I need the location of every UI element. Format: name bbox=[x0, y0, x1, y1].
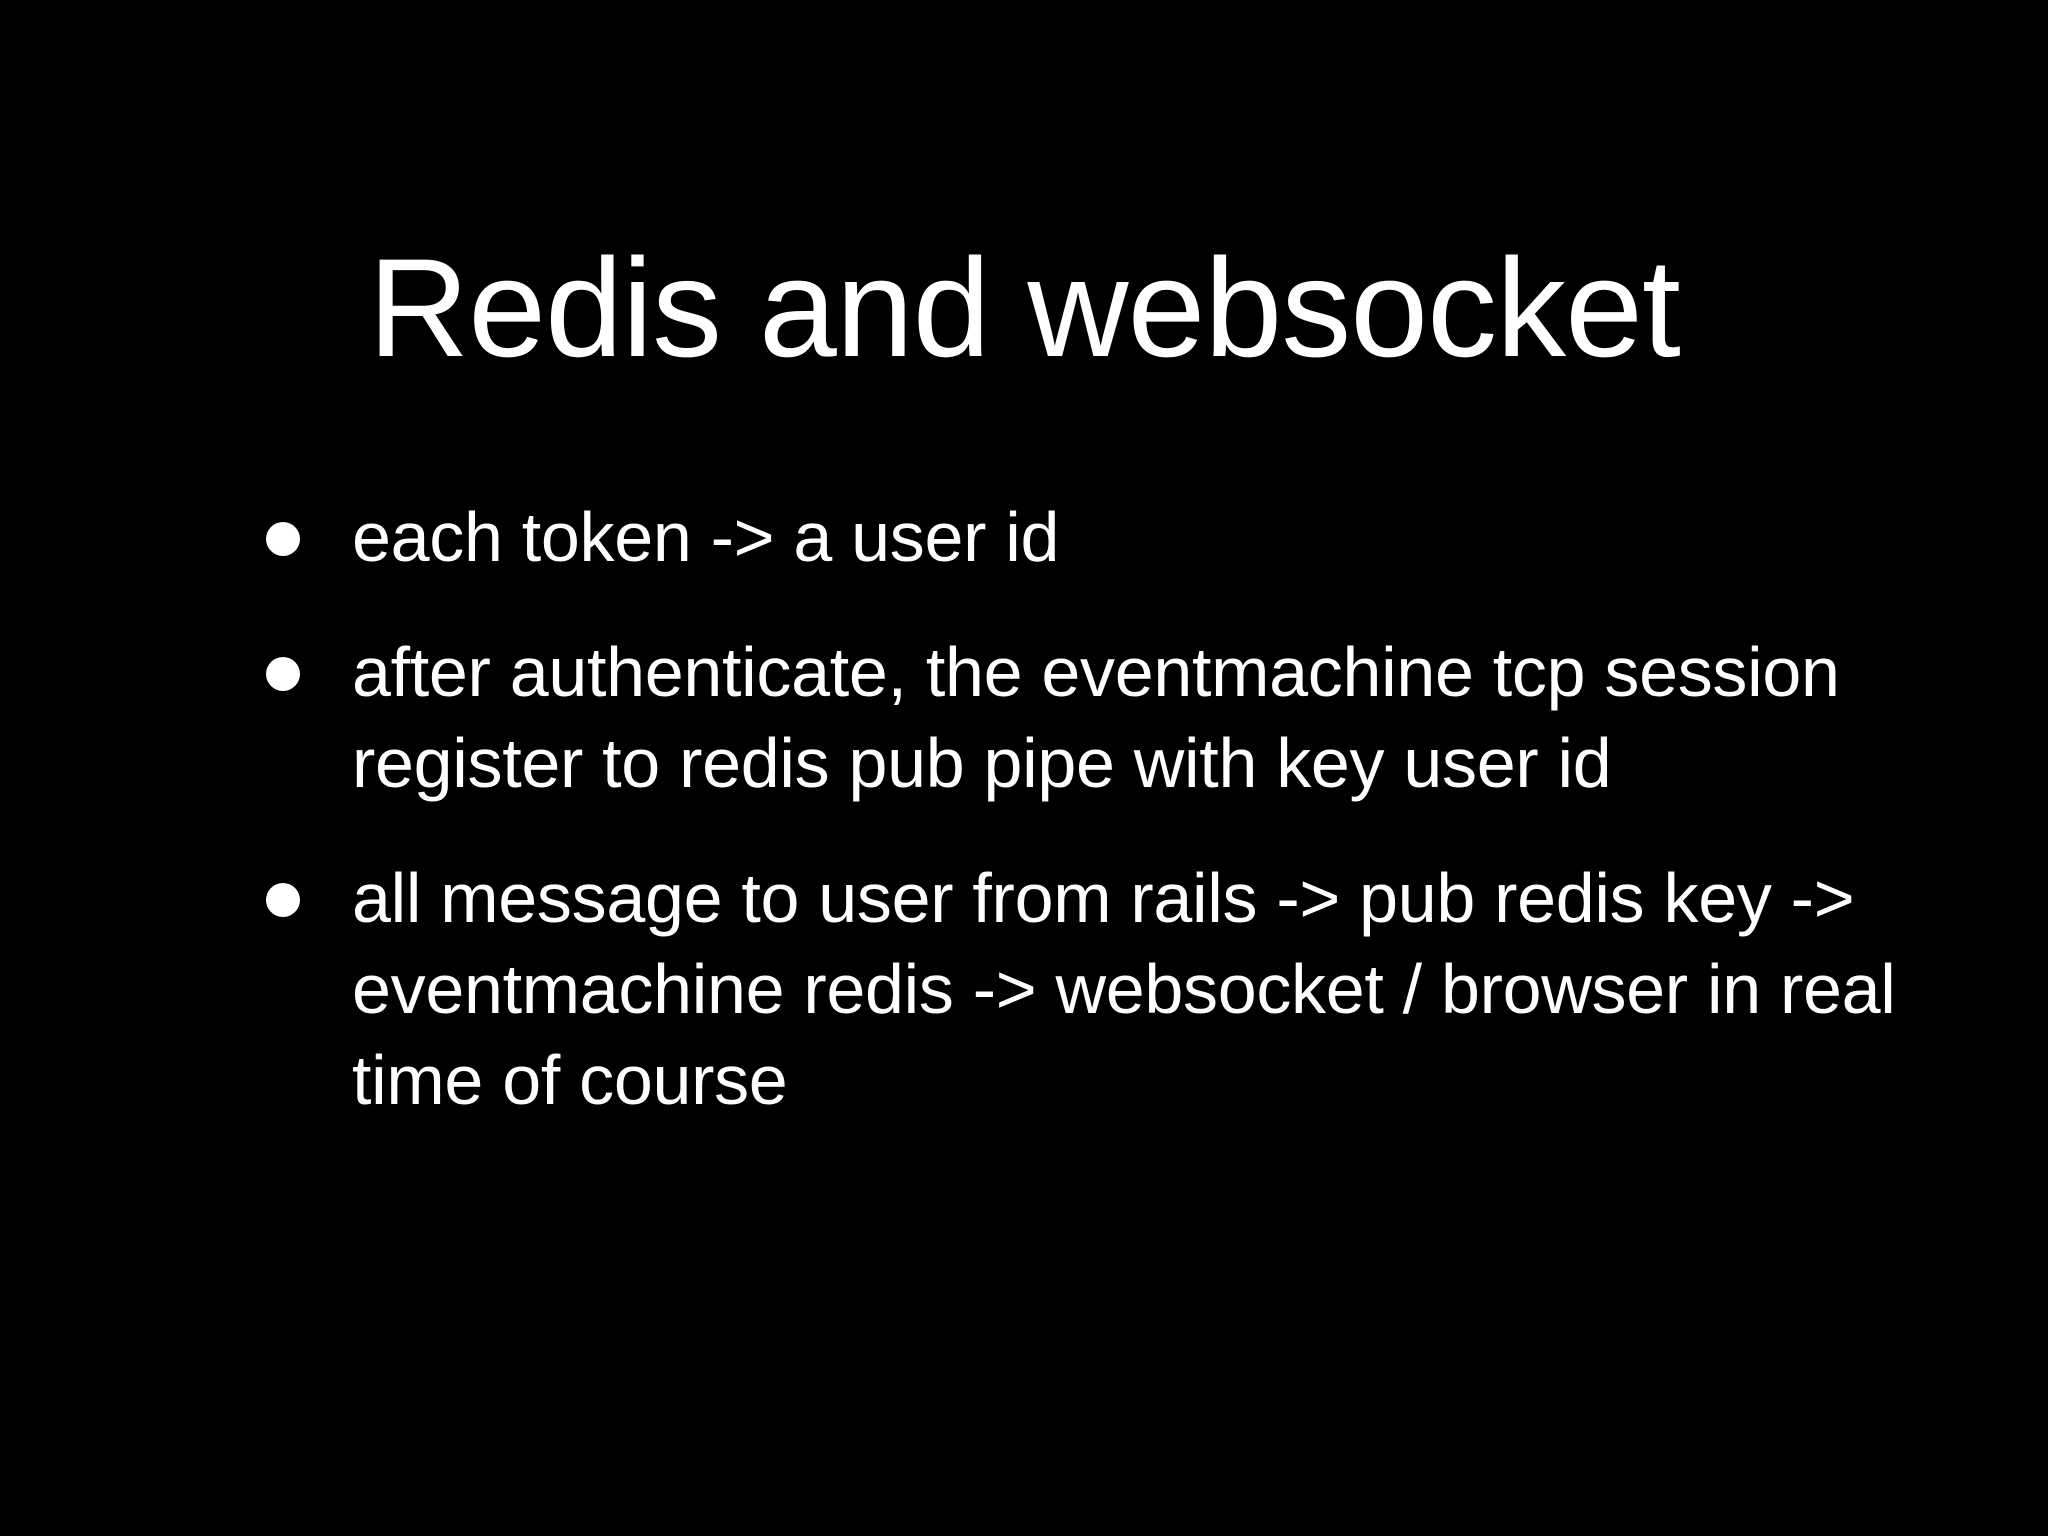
list-item-label: after authenticate, the eventmachine tcp… bbox=[352, 633, 1840, 802]
slide-title: Redis and websocket bbox=[368, 228, 1681, 386]
list-item: all message to user from rails -> pub re… bbox=[250, 853, 1950, 1126]
bullet-point-icon bbox=[266, 522, 300, 556]
bullet-list: each token -> a user id after authentica… bbox=[250, 492, 1950, 1126]
list-item: each token -> a user id bbox=[250, 492, 1950, 583]
list-item: after authenticate, the eventmachine tcp… bbox=[250, 627, 1950, 809]
list-item-label: all message to user from rails -> pub re… bbox=[352, 859, 1896, 1119]
bullet-point-icon bbox=[266, 657, 300, 691]
bullet-point-icon bbox=[266, 883, 300, 917]
list-item-label: each token -> a user id bbox=[352, 498, 1060, 576]
